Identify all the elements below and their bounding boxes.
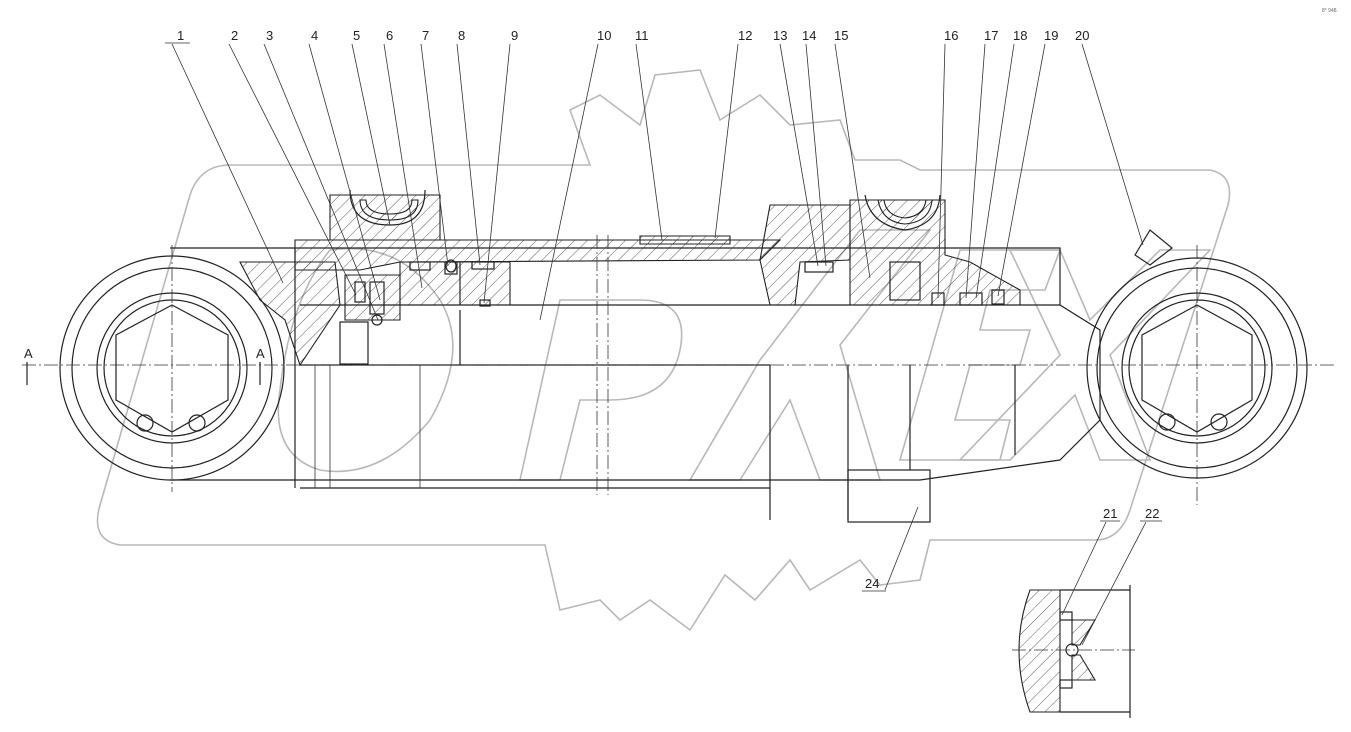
centerlines bbox=[22, 245, 1335, 505]
section-label-left: A bbox=[24, 346, 33, 361]
callout-20: 20 bbox=[1075, 28, 1089, 43]
piston bbox=[409, 259, 511, 365]
callout-19: 19 bbox=[1044, 28, 1058, 43]
callout-24: 24 bbox=[865, 576, 879, 591]
left-gland bbox=[329, 189, 461, 365]
break-lines bbox=[596, 235, 609, 495]
corner-stamp: 8° 948. bbox=[1322, 8, 1338, 14]
callout-14: 14 bbox=[802, 28, 816, 43]
callout-1: 1 bbox=[177, 28, 184, 43]
callout-21: 21 bbox=[1103, 506, 1117, 521]
right-head bbox=[759, 194, 1021, 523]
left-clevis bbox=[59, 255, 341, 481]
callout-12: 12 bbox=[738, 28, 752, 43]
callout-4: 4 bbox=[311, 28, 318, 43]
callout-11: 11 bbox=[635, 28, 649, 43]
callout-16: 16 bbox=[944, 28, 958, 43]
callout-10: 10 bbox=[597, 28, 611, 43]
callout-18: 18 bbox=[1013, 28, 1027, 43]
callout-8: 8 bbox=[458, 28, 465, 43]
callout-17: 17 bbox=[984, 28, 998, 43]
callout-6: 6 bbox=[386, 28, 393, 43]
callout-numbers: 1 2 3 4 5 6 7 8 9 10 11 12 13 14 15 16 1… bbox=[177, 28, 1159, 591]
callout-5: 5 bbox=[353, 28, 360, 43]
watermark-gear-logo bbox=[96, 69, 1231, 632]
callout-13: 13 bbox=[773, 28, 787, 43]
section-markers: A A bbox=[24, 346, 265, 385]
callout-22: 22 bbox=[1145, 506, 1159, 521]
callout-7: 7 bbox=[422, 28, 429, 43]
callout-2: 2 bbox=[231, 28, 238, 43]
callout-15: 15 bbox=[834, 28, 848, 43]
detail-view bbox=[1012, 585, 1135, 718]
barrel-wall bbox=[294, 235, 782, 271]
section-label-right: A bbox=[256, 346, 265, 361]
callout-3: 3 bbox=[266, 28, 273, 43]
leader-lines bbox=[165, 42, 1162, 646]
callout-9: 9 bbox=[511, 28, 518, 43]
